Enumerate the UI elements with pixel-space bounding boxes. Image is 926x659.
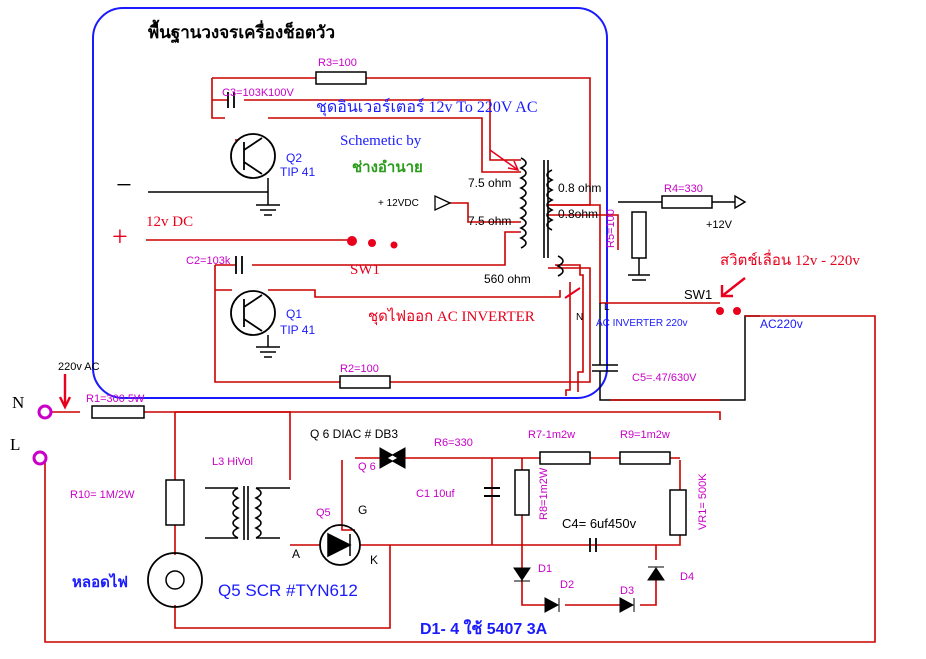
d4-label: D4 (680, 571, 694, 583)
c2-label: C2=103k (186, 255, 231, 267)
r10-label: R10= 1M/2W (70, 489, 135, 501)
ac220-label: AC220v (760, 317, 803, 331)
q1-label: Q1 (286, 307, 302, 321)
sw1-right-terminal (716, 307, 724, 315)
l3-label: L3 HiVol (212, 456, 253, 468)
d1-diode (513, 567, 531, 582)
r8-label: R8=1m2W (538, 467, 550, 520)
q2-label: Q2 (286, 151, 302, 165)
sw1-left-label: SW1 (350, 262, 380, 278)
credit-line1: Schemetic by (340, 133, 422, 149)
r8-resistor (514, 469, 530, 516)
sw1-top-label: SW1 (684, 287, 712, 302)
r3-label: R3=100 (318, 57, 357, 69)
plus12v-label: +12V (706, 219, 733, 231)
ohm08a-label: 0.8 ohm (558, 181, 601, 195)
sw1-left-terminal (347, 236, 357, 246)
r2-label: R2=100 (340, 363, 379, 375)
inverter-wiring (146, 77, 720, 396)
l-tap-label: L (604, 302, 610, 313)
r4-label: R4=330 (664, 183, 703, 195)
r5-label: R5=100 (605, 209, 617, 248)
d4-diode (647, 566, 665, 581)
r9-label: R9=1m2w (620, 429, 670, 441)
tip41-top-label: TIP 41 (280, 165, 315, 179)
d1-label: D1 (538, 563, 552, 575)
g-label: G (358, 503, 367, 517)
minus-sign: − (116, 170, 132, 201)
l-terminal (32, 450, 48, 466)
c1-label: C1 10uf (416, 488, 455, 500)
r5-resistor (631, 211, 647, 259)
dc12-label: 12v DC (146, 214, 193, 230)
r10-resistor (165, 479, 185, 526)
k-label: K (370, 553, 378, 567)
diac-label: Q 6 DIAC # DB3 (310, 427, 398, 441)
n-term-label: N (12, 393, 24, 412)
vr1-label: VR1= 500K (697, 473, 709, 530)
c3-label: C3=103K100V (222, 87, 295, 99)
inverter-title: ชุดอินเวอร์เตอร์ 12v To 220V AC (316, 97, 538, 117)
c4-label: C4= 6uf450v (562, 516, 637, 531)
d3-diode (619, 597, 635, 613)
n-tap-label: N (576, 312, 583, 323)
d2-diode (544, 597, 560, 613)
acinv-label: AC INVERTER 220v (596, 318, 688, 329)
q1-transistor (230, 290, 276, 336)
vr1-potentiometer (669, 489, 687, 536)
n-terminal (37, 404, 53, 420)
q6-label: Q 6 (358, 461, 376, 473)
v12vdc-label: + 12VDC (378, 198, 419, 209)
v220ac-label: 220v AC (58, 361, 100, 373)
ohm75a-label: 7.5 ohm (468, 176, 511, 190)
l-term-label: L (10, 435, 20, 454)
lamp-label: หลอดไฟ (72, 572, 128, 591)
q6-diac (379, 447, 406, 469)
d3-label: D3 (620, 585, 634, 597)
r6-label: R6=330 (434, 437, 473, 449)
ohm75b-label: 7.5 ohm (468, 214, 511, 228)
q2-transistor (230, 133, 276, 179)
r7-label: R7-1m2w (528, 429, 575, 441)
shocker-wiring (44, 315, 876, 643)
diodes-note: D1- 4 ใช้ 5407 3A (420, 619, 548, 638)
ohm560-label: 560 ohm (484, 272, 531, 286)
r7-resistor (539, 451, 591, 465)
ohm08b-label: 0.8ohm (558, 207, 598, 221)
r1-label: R1=300 5W (86, 393, 145, 405)
output-caption: ชุดไฟออก AC INVERTER (368, 307, 535, 326)
diagram-title: พื้นฐานวงจรเครื่องช็อตวัว (148, 19, 335, 44)
r3-resistor (315, 71, 367, 85)
lamp (147, 552, 203, 608)
credit-line2: ช่างอำนาย (352, 159, 423, 176)
r1-resistor (91, 405, 145, 419)
q5-scr (319, 524, 361, 566)
tip41-bot-label: TIP 41 (280, 323, 315, 337)
scr-label: Q5 SCR #TYN612 (218, 581, 358, 600)
a-label: A (292, 547, 300, 561)
switch-caption: สวิตช์เลื่อน 12v - 220v (720, 249, 860, 269)
inverter-frame (92, 7, 608, 399)
transformer (519, 157, 564, 277)
l3-transformer (205, 486, 290, 540)
c5-label: C5=.47/630V (632, 372, 697, 384)
plus-sign: + (112, 222, 128, 253)
d2-label: D2 (560, 579, 574, 591)
q5-label: Q5 (316, 507, 331, 519)
r9-resistor (619, 451, 671, 465)
r2-resistor (339, 375, 391, 389)
r4-resistor (661, 195, 713, 209)
